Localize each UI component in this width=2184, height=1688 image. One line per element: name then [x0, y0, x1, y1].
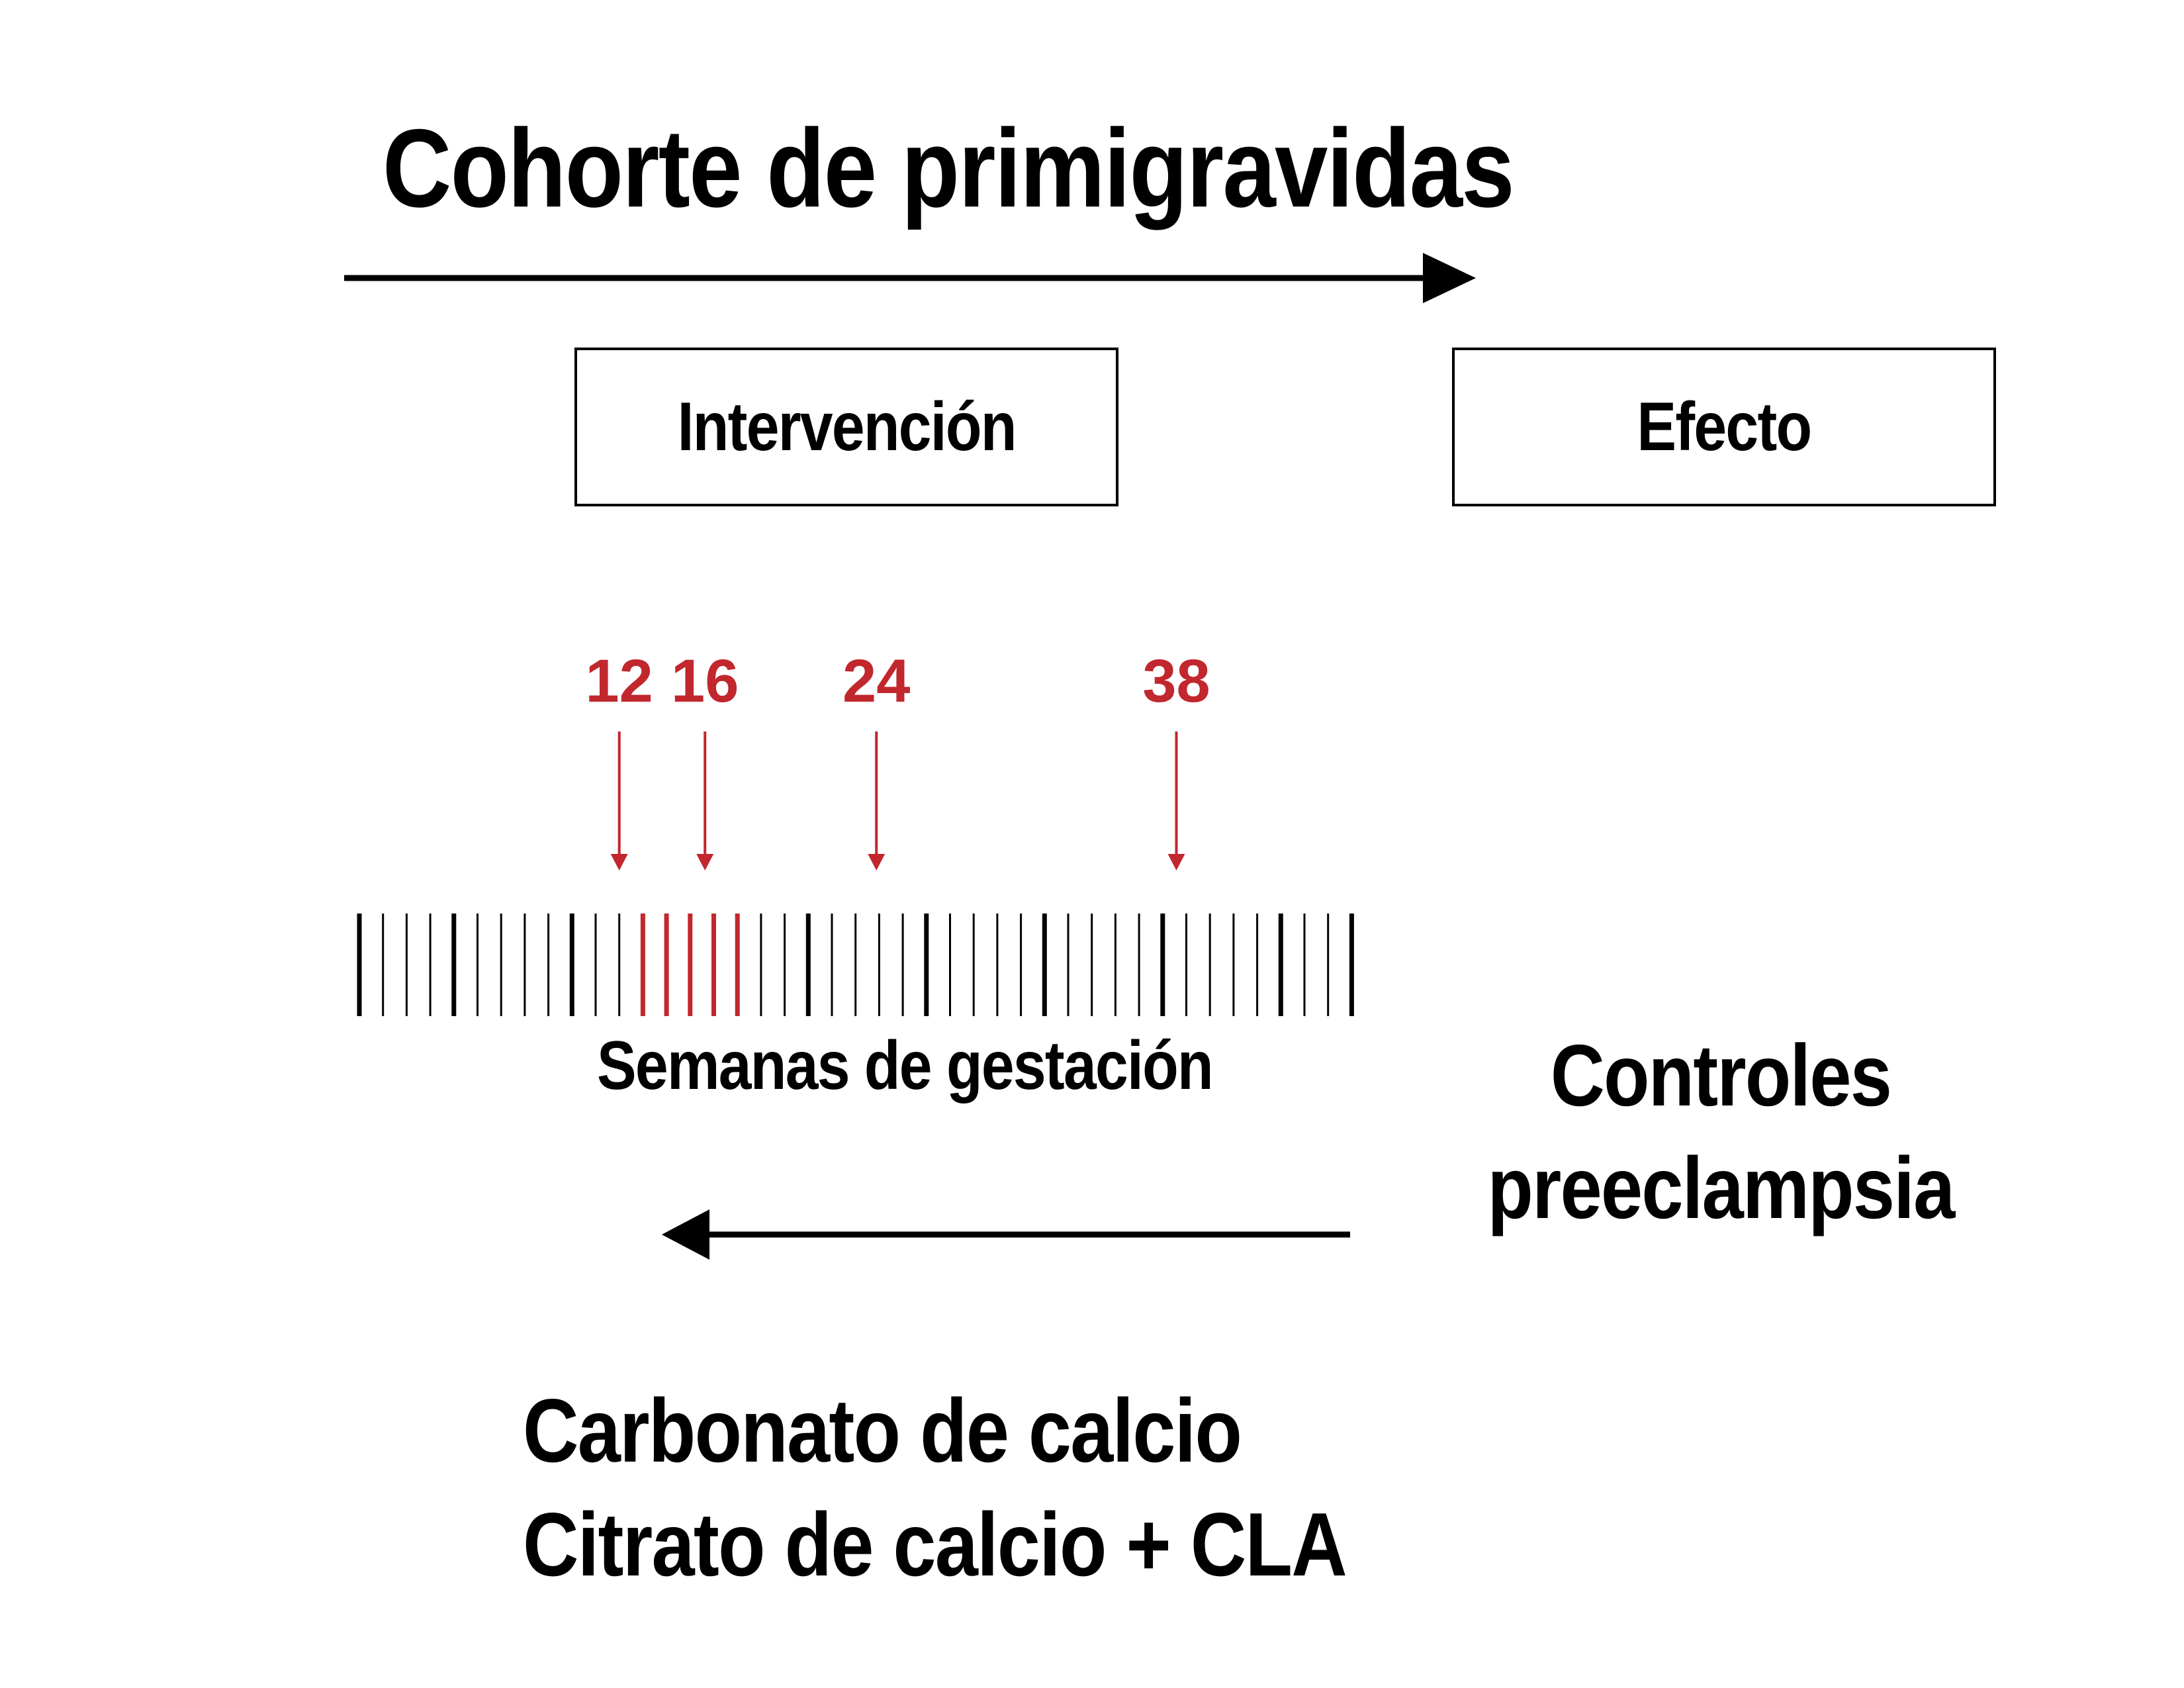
controls-label: Controles preeclampsia [1423, 1019, 2019, 1244]
week-markers: 12 16 24 38 [586, 647, 1210, 870]
week-marker-38: 38 [1142, 647, 1210, 870]
week-marker-label: 16 [671, 647, 739, 715]
treatment-item: Citrato de calcio + CLA [523, 1494, 1347, 1595]
diagram-title: Cohorte de primigravidas [383, 106, 1515, 230]
week-marker-label: 24 [842, 647, 910, 715]
forward-arrow [344, 253, 1476, 303]
week-marker-arrowhead [868, 854, 886, 870]
intervention-label: Intervención [677, 389, 1017, 465]
forward-arrow-head [1423, 253, 1476, 303]
week-marker-16: 16 [671, 647, 739, 870]
controls-line-2: preeclampsia [1487, 1139, 1955, 1237]
effect-label: Efecto [1637, 389, 1812, 465]
week-marker-12: 12 [586, 647, 653, 870]
week-marker-arrowhead [610, 854, 628, 870]
treatments-list: Carbonato de calcio Citrato de calcio + … [523, 1374, 1480, 1601]
week-marker-24: 24 [842, 647, 910, 870]
week-marker-arrowhead [696, 854, 714, 870]
timeline-axis-label: Semanas de gestación [597, 1027, 1214, 1104]
controls-line-1: Controles [1550, 1027, 1892, 1124]
intervention-box: Intervención [574, 348, 1118, 506]
effect-box: Efecto [1452, 348, 1996, 506]
treatment-item: Carbonato de calcio [523, 1380, 1242, 1481]
week-marker-label: 12 [586, 647, 653, 715]
week-marker-label: 38 [1142, 647, 1210, 715]
backward-arrow-head [662, 1209, 709, 1260]
week-ticks [357, 914, 1354, 1016]
week-marker-arrowhead [1167, 854, 1185, 870]
backward-arrow [662, 1209, 1350, 1260]
